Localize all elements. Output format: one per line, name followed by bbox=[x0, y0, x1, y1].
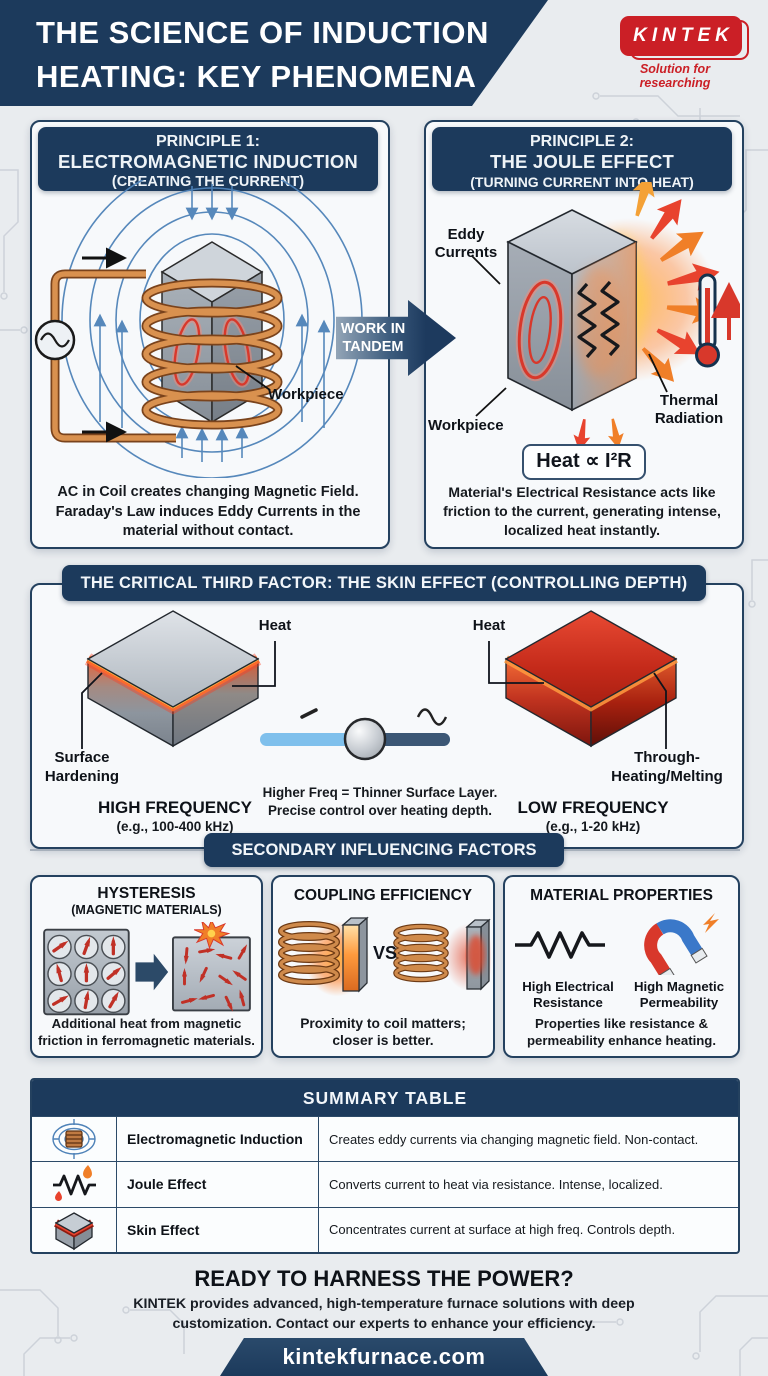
website-url[interactable]: kintekfurnace.com bbox=[282, 1344, 486, 1369]
slider-caption: Higher Freq = Thinner Surface Layer. Pre… bbox=[252, 784, 508, 820]
low-frequency-range: (e.g., 1-20 kHz) bbox=[545, 819, 641, 834]
skin-effect-title-pill: THE CRITICAL THIRD FACTOR: THE SKIN EFFE… bbox=[62, 565, 706, 601]
principle1-title-line2: ELECTROMAGNETIC INDUCTION bbox=[58, 151, 358, 172]
page-title-line2: HEATING: KEY PHENOMENA bbox=[36, 59, 477, 94]
principle1-header: PRINCIPLE 1: ELECTROMAGNETIC INDUCTION (… bbox=[38, 127, 378, 191]
resistance-zigzag bbox=[577, 280, 620, 359]
coil-leads bbox=[50, 269, 176, 443]
summary-table-title: SUMMARY TABLE bbox=[302, 1087, 468, 1108]
resistor-zigzag-icon bbox=[514, 931, 605, 959]
thermometer-icon bbox=[695, 273, 740, 368]
eddy-current-loops bbox=[171, 316, 253, 388]
horseshoe-magnet-icon bbox=[643, 919, 708, 975]
high-frequency-cube bbox=[84, 610, 262, 748]
lightning-bolt-icon bbox=[702, 913, 719, 933]
hysteresis-title: HYSTERESIS bbox=[97, 885, 196, 902]
page-title: THE SCIENCE OF INDUCTION HEATING: KEY PH… bbox=[36, 11, 506, 99]
induction-coil-icon bbox=[32, 1117, 117, 1162]
table-row: Joule Effect Converts current to heat vi… bbox=[32, 1161, 738, 1207]
summary-table-header: SUMMARY TABLE bbox=[32, 1080, 738, 1116]
through-heating-label: Through-Heating/Melting bbox=[611, 749, 723, 785]
footer-headline: READY TO HARNESS THE POWER? bbox=[194, 1266, 574, 1291]
table-description: Creates eddy currents via changing magne… bbox=[329, 1131, 699, 1147]
high-frequency-range: (e.g., 100-400 kHz) bbox=[116, 819, 234, 834]
tandem-label-line2: TANDEM bbox=[342, 339, 404, 355]
p2-thermal-label: Thermal Radiation bbox=[654, 392, 724, 427]
hysteresis-subtitle: (MAGNETIC MATERIALS) bbox=[71, 903, 222, 917]
table-row: Electromagnetic Induction Creates eddy c… bbox=[32, 1116, 738, 1162]
p2-eddy-label: Eddy Currents bbox=[434, 226, 498, 261]
high-frequency-title: HIGH FREQUENCY bbox=[98, 798, 252, 817]
skin-cube-icon bbox=[32, 1207, 117, 1252]
page-title-line1: THE SCIENCE OF INDUCTION bbox=[36, 15, 489, 50]
principle2-title-line1: PRINCIPLE 2: bbox=[529, 133, 634, 150]
principle2-title-line2: THE JOULE EFFECT bbox=[489, 151, 675, 172]
surface-hardening-label: Surface Hardening bbox=[44, 749, 120, 785]
table-row: Skin Effect Concentrates current at surf… bbox=[32, 1206, 738, 1252]
skin-effect-title: THE CRITICAL THIRD FACTOR: THE SKIN EFFE… bbox=[80, 574, 688, 592]
vs-label: VS bbox=[372, 943, 397, 963]
high-frequency-block: HIGH FREQUENCY (e.g., 100-400 kHz) bbox=[70, 798, 280, 835]
skin-heat-left-label: Heat bbox=[258, 617, 292, 634]
joule-effect-diagram bbox=[471, 182, 740, 444]
material-caption: Properties like resistance & permeabilit… bbox=[526, 1016, 717, 1048]
pointer-lines bbox=[471, 255, 668, 417]
joule-resistor-flame-icon bbox=[32, 1162, 117, 1207]
secondary-title: SECONDARY INFLUENCING FACTORS bbox=[231, 841, 537, 859]
low-frequency-title: LOW FREQUENCY bbox=[517, 798, 669, 817]
hysteresis-caption: Additional heat from magnetic friction i… bbox=[38, 1016, 255, 1048]
permeability-label: High Magnetic Permeability bbox=[633, 979, 725, 1010]
table-term: Skin Effect bbox=[117, 1207, 319, 1252]
current-direction-arrows bbox=[82, 247, 127, 443]
low-frequency-cube bbox=[504, 610, 678, 748]
ac-sine-source-icon bbox=[34, 319, 76, 361]
skin-effect-diagram bbox=[81, 610, 678, 761]
resistance-label: High Electrical Resistance bbox=[522, 979, 614, 1010]
arrow-right-icon bbox=[134, 953, 168, 991]
table-term: Electromagnetic Induction bbox=[117, 1117, 319, 1162]
p1-workpiece-label: Workpiece bbox=[268, 386, 344, 403]
label-connectors bbox=[81, 641, 667, 749]
coupling-title: COUPLING EFFICIENCY bbox=[293, 887, 473, 904]
kintek-logo: KINTEK bbox=[620, 16, 749, 60]
header-banner bbox=[0, 0, 548, 106]
slider-caption-line1: Higher Freq = Thinner Surface Layer. bbox=[262, 785, 498, 800]
eddy-current-loops bbox=[515, 278, 565, 382]
table-description: Converts current to heat via resistance.… bbox=[329, 1176, 663, 1192]
skin-heat-right-label: Heat bbox=[472, 617, 506, 634]
hysteresis-card: HYSTERESIS (MAGNETIC MATERIALS) bbox=[30, 875, 263, 1058]
joule-formula: Heat ∝ I²R bbox=[522, 444, 646, 480]
p2-workpiece-label: Workpiece bbox=[428, 417, 504, 434]
principle1-title-line1: PRINCIPLE 1: bbox=[155, 133, 260, 150]
summary-table: SUMMARY TABLE Electromagnetic Induction … bbox=[30, 1078, 740, 1254]
principle2-header: PRINCIPLE 2: THE JOULE EFFECT (TURNING C… bbox=[432, 127, 732, 191]
material-card: MATERIAL PROPERTIES High Electrical Resi… bbox=[503, 875, 740, 1058]
low-frequency-block: LOW FREQUENCY (e.g., 1-20 kHz) bbox=[488, 798, 698, 835]
table-term: Joule Effect bbox=[117, 1162, 319, 1207]
principle1-title-line3: (CREATING THE CURRENT) bbox=[111, 174, 305, 190]
coupling-coils-icon bbox=[278, 915, 491, 1003]
hysteresis-domains-icon bbox=[42, 922, 251, 1016]
table-description: Concentrates current at surface at high … bbox=[329, 1222, 676, 1238]
electromagnetic-induction-diagram bbox=[34, 180, 363, 478]
p1-caption: AC in Coil creates changing Magnetic Fie… bbox=[55, 484, 361, 539]
spark-burst-icon bbox=[193, 922, 230, 950]
secondary-title-pill: SECONDARY INFLUENCING FACTORS bbox=[204, 833, 564, 867]
coupling-card: COUPLING EFFICIENCY bbox=[271, 875, 495, 1058]
logo-tagline: Solution for researching bbox=[639, 62, 711, 90]
coupling-caption: Proximity to coil matters; closer is bet… bbox=[300, 1016, 466, 1048]
induction-coil-icon bbox=[141, 278, 283, 430]
material-properties-icons bbox=[514, 913, 719, 975]
website-banner[interactable]: kintekfurnace.com bbox=[220, 1338, 548, 1376]
kintek-logo-text: KINTEK bbox=[633, 25, 734, 46]
tandem-label-line1: WORK IN bbox=[340, 321, 406, 337]
p2-caption: Material's Electrical Resistance acts li… bbox=[443, 484, 721, 538]
slider-caption-line2: Precise control over heating depth. bbox=[268, 803, 492, 818]
footer-body: KINTEK provides advanced, high-temperatu… bbox=[133, 1296, 635, 1332]
workpiece-pointer-line bbox=[235, 365, 271, 391]
frequency-slider bbox=[260, 708, 450, 761]
material-title: MATERIAL PROPERTIES bbox=[530, 887, 713, 904]
